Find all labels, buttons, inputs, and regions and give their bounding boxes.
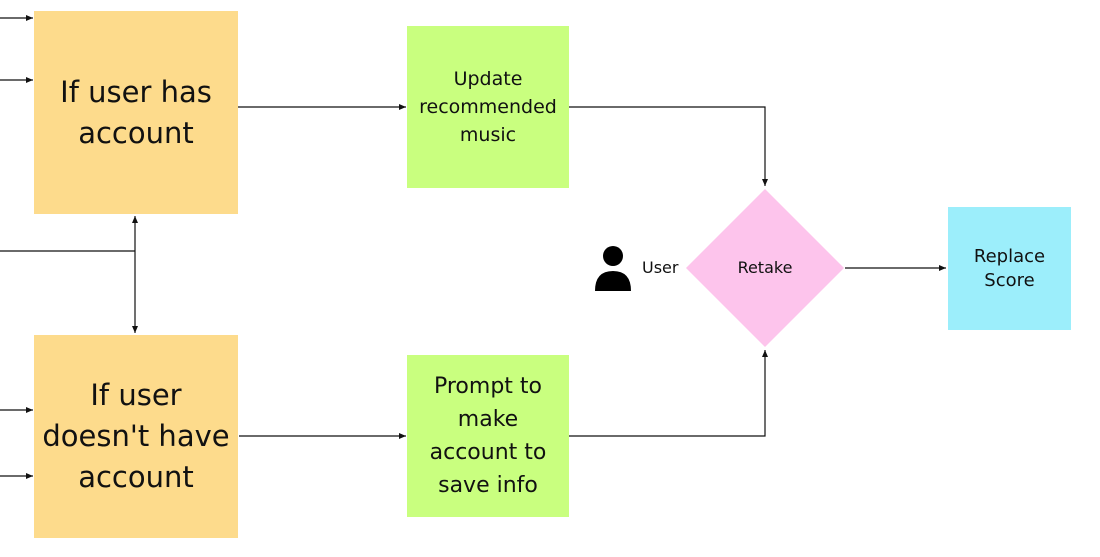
arrow-prompt-to-retake [569,350,768,437]
arrow-update-to-retake [569,106,768,186]
node-has-account: If user has account [34,11,238,214]
retake-diamond [686,189,844,347]
node-replace-score: Replace Score [948,207,1071,330]
node-update-music: Update recommended music [407,26,569,188]
user-actor-label: User [642,258,679,277]
person-icon [595,246,631,291]
node-prompt-account: Prompt to make account to save info [407,355,569,517]
node-no-account: If user doesn't have account [34,335,238,538]
retake-label: Retake [737,258,793,277]
